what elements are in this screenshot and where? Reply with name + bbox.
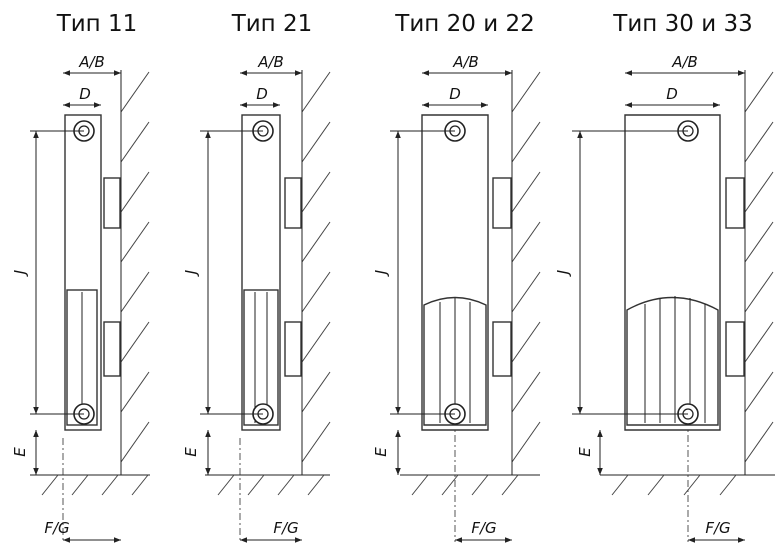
radiator-convector (243, 289, 279, 426)
floor-hatching (205, 474, 330, 496)
label-width: A/B (452, 53, 479, 71)
label-height: J (11, 270, 29, 277)
label-width: A/B (257, 53, 284, 71)
label-depth: D (449, 85, 461, 103)
label-height: J (372, 270, 390, 277)
floor-hatching (400, 474, 540, 496)
label-floor-gap: E (372, 447, 390, 457)
lower-wall-bracket (492, 321, 512, 377)
diagram-title: Тип 30 и 33 (612, 11, 752, 37)
label-floor-gap: E (576, 447, 594, 457)
label-connection: F/G (273, 519, 298, 537)
diagram-title: Тип 21 (231, 11, 313, 37)
lower-wall-bracket (103, 321, 121, 377)
label-width: A/B (78, 53, 105, 71)
label-depth: D (256, 85, 268, 103)
label-height: J (554, 270, 572, 277)
label-depth: D (79, 85, 91, 103)
wall-hatching (120, 71, 150, 463)
label-width: A/B (671, 53, 698, 71)
diagram-title: Тип 11 (56, 11, 138, 37)
upper-wall-bracket (725, 177, 745, 229)
label-connection: F/G (705, 519, 730, 537)
lower-wall-bracket (725, 321, 745, 377)
wall-hatching (301, 71, 331, 463)
label-height: J (182, 270, 200, 277)
floor-hatching (30, 474, 150, 496)
label-connection: F/G (44, 519, 69, 537)
diagram-type-21: Тип 21 (182, 11, 331, 543)
upper-wall-bracket (284, 177, 302, 229)
label-connection: F/G (471, 519, 496, 537)
wall-hatching (744, 71, 774, 463)
upper-wall-bracket (103, 177, 121, 229)
upper-wall-bracket (492, 177, 512, 229)
floor-hatching (600, 474, 775, 496)
diagram-title: Тип 20 и 22 (394, 11, 534, 37)
diagram-type-20-22: Тип 20 и 22 (372, 11, 541, 543)
diagram-type-30-33: Тип 30 и 33 (554, 11, 775, 543)
wall-hatching (511, 71, 541, 463)
radiator-convector (626, 296, 719, 426)
lower-wall-bracket (284, 321, 302, 377)
diagram-type-11: Тип 11 (11, 11, 150, 543)
label-depth: D (666, 85, 678, 103)
label-floor-gap: E (182, 447, 200, 457)
label-floor-gap: E (11, 447, 29, 457)
